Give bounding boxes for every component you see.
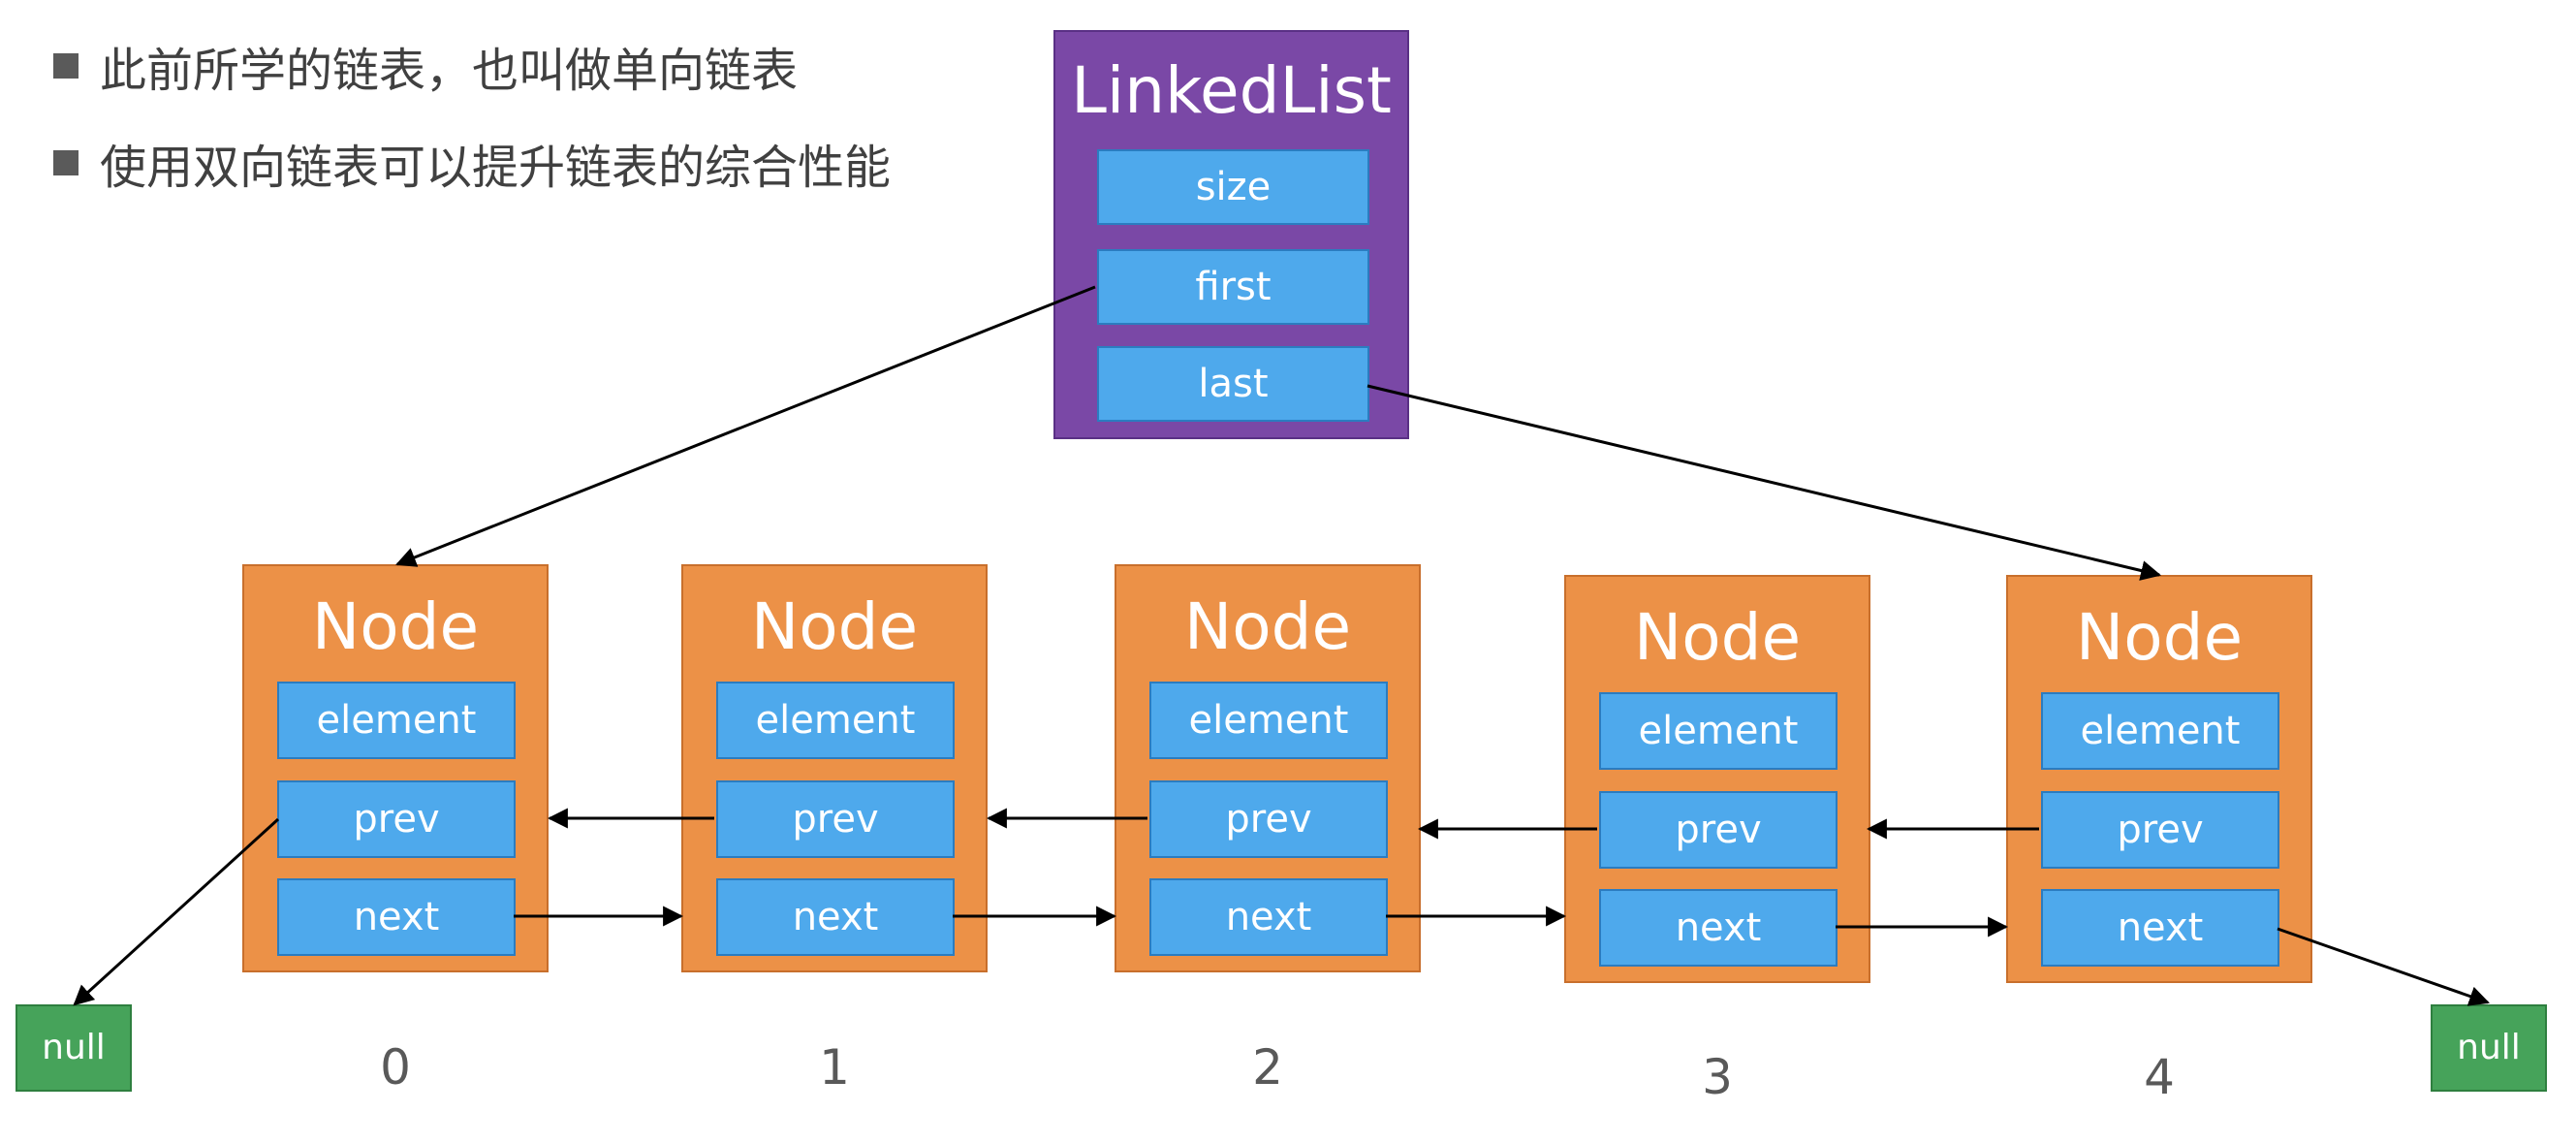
node-index-label: 0 — [380, 1039, 411, 1096]
bullet-text: 此前所学的链表，也叫做单向链表 — [100, 44, 799, 98]
linkedlist-title: LinkedList — [1071, 53, 1392, 128]
node-4: Node element prev next — [2006, 575, 2312, 983]
node-index-label: 1 — [819, 1039, 850, 1096]
node-next-field: next — [1149, 878, 1388, 956]
node-title: Node — [311, 589, 480, 664]
node-prev-field: prev — [1599, 791, 1838, 869]
node-0: Node element prev next — [242, 564, 549, 972]
linkedlist-last-field: last — [1097, 346, 1369, 422]
bullet-text: 使用双向链表可以提升链表的综合性能 — [100, 141, 892, 195]
node-prev-field: prev — [2041, 791, 2279, 869]
node-2: Node element prev next — [1115, 564, 1421, 972]
linkedlist-size-field: size — [1097, 149, 1369, 225]
node-index-label: 4 — [2144, 1049, 2175, 1105]
node-next-field: next — [277, 878, 516, 956]
node-next-field: next — [1599, 889, 1838, 967]
node-title: Node — [750, 589, 919, 664]
last-pointer-arrow — [1367, 384, 2162, 581]
node-prev-field: prev — [1149, 780, 1388, 858]
node-index-label: 2 — [1252, 1039, 1283, 1096]
square-bullet-icon — [53, 53, 79, 79]
linkedlist-box: LinkedList size first last — [1053, 30, 1409, 439]
node-3: Node element prev next — [1564, 575, 1870, 983]
prev-null-arrow — [73, 817, 280, 1006]
node-next-field: next — [2041, 889, 2279, 967]
node-index-label: 3 — [1702, 1049, 1733, 1105]
first-pointer-arrow — [395, 285, 1096, 567]
node-title: Node — [2075, 600, 2244, 675]
bullet-item: 使用双向链表可以提升链表的综合性能 — [53, 114, 891, 211]
bullet-item: 此前所学的链表，也叫做单向链表 — [53, 17, 891, 114]
node-1: Node element prev next — [681, 564, 988, 972]
node-element-field: element — [1149, 682, 1388, 759]
node-title: Node — [1183, 589, 1352, 664]
node-next-field: next — [716, 878, 955, 956]
linkedlist-first-field: first — [1097, 249, 1369, 325]
node-title: Node — [1633, 600, 1802, 675]
node-prev-field: prev — [716, 780, 955, 858]
square-bullet-icon — [53, 150, 79, 175]
node-element-field: element — [277, 682, 516, 759]
next-null-arrow — [2277, 927, 2490, 1006]
node-element-field: element — [1599, 692, 1838, 770]
node-element-field: element — [716, 682, 955, 759]
node-element-field: element — [2041, 692, 2279, 770]
bullet-list: 此前所学的链表，也叫做单向链表 使用双向链表可以提升链表的综合性能 — [53, 17, 891, 211]
